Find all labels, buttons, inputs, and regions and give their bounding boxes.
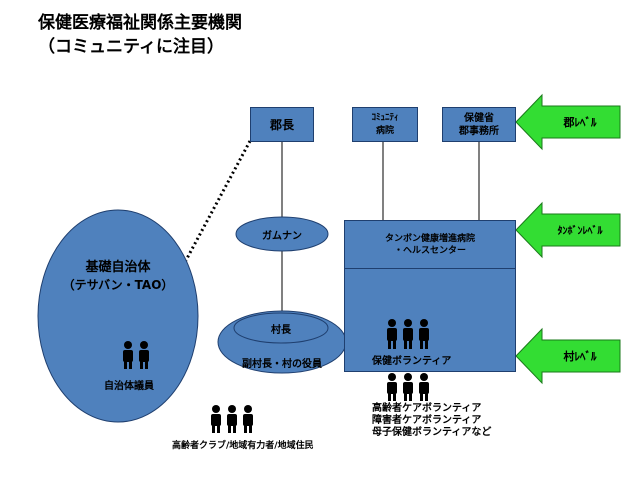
health-volunteer-label: 保健ボランティア: [372, 356, 452, 367]
village-officials-label: 副村長・村の役員: [242, 359, 322, 370]
tambon-hospital-header: タンボン健康増進病院 ・ヘルスセンター: [345, 221, 515, 269]
district-chief-label: 郡長: [269, 118, 294, 132]
health-office-label-line1: 保健省: [464, 112, 494, 124]
people-icon: [387, 373, 429, 401]
tambon-hospital-label-line1: タンボン健康増進病院: [384, 233, 475, 244]
local-gov-label-line1: 基礎自治体: [85, 260, 151, 275]
village-head-label: 村長: [271, 325, 291, 336]
kamnan-label: ガムナン: [262, 231, 302, 242]
residents-label: 高齢者クラブ/地域有力者/地域住民: [172, 441, 314, 451]
health-office-label-line2: 郡事務所: [459, 125, 499, 137]
people-icon: [123, 341, 149, 369]
community-hospital-box: ｺﾐｭﾆﾃｨ 病院: [352, 107, 418, 142]
local-gov-label-line2: （テサバン・TAO）: [62, 278, 174, 292]
village-level-label: 村ﾚﾍﾞﾙ: [563, 350, 597, 363]
tambon-hospital-label-line2: ・ヘルスセンター: [393, 245, 466, 256]
community-hospital-label-line2: 病院: [375, 125, 394, 136]
dotted-connector-line: [182, 140, 252, 265]
people-icon: [387, 319, 429, 349]
tambon-level-label: ﾀﾝﾎﾞﾝﾚﾍﾞﾙ: [557, 226, 603, 237]
kamnan-ellipse: [235, 216, 329, 252]
tambon-hospital-box: タンボン健康増進病院 ・ヘルスセンター: [344, 220, 516, 372]
district-chief-box: 郡長: [250, 107, 314, 142]
tambon-level-arrow: [515, 201, 621, 259]
diagram-subtitle: （コミュニティに注目）: [38, 37, 224, 57]
village-level-arrow: [515, 327, 621, 385]
other-volunteer-line2: 障害者ケアボランティア: [372, 415, 482, 426]
village-head-ellipse: [233, 312, 329, 344]
other-volunteer-line1: 高齢者ケアボランティア: [372, 403, 482, 414]
people-icon: [211, 405, 253, 433]
district-level-arrow: [515, 93, 621, 151]
health-ministry-office-box: 保健省 郡事務所: [442, 107, 516, 142]
local-government-ellipse: [37, 209, 199, 423]
local-gov-members-label: 自治体議員: [104, 381, 154, 392]
community-hospital-label-line1: ｺﾐｭﾆﾃｨ: [371, 112, 399, 123]
diagram-title: 保健医療福祉関係主要機関: [38, 13, 242, 33]
district-level-label: 郡ﾚﾍﾞﾙ: [563, 116, 597, 129]
other-volunteer-line3: 母子保健ボランティアなど: [372, 427, 492, 438]
